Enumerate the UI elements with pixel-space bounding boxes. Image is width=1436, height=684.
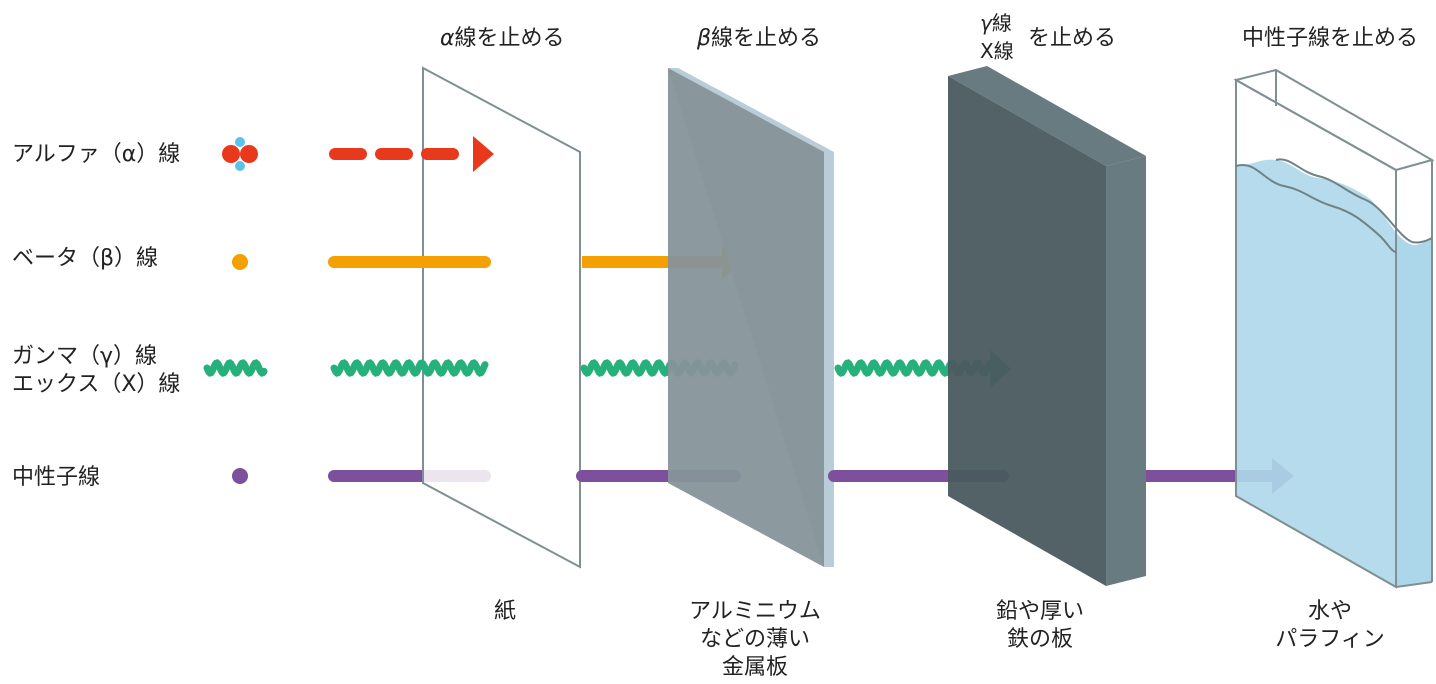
water-tank-bottom-edge [1395,581,1433,588]
neutron-ray-label: 中性子線 [12,465,101,490]
beta-symbol: β [697,26,712,51]
lead-block-top [948,66,1146,166]
gamma-stop-heading-line2: X線 [980,39,1014,63]
lead-caption: 鉛や厚い 鉄の板 [960,598,1120,654]
water-body [1236,159,1432,587]
lead-block-side [1106,156,1146,586]
beta-particle-icon [232,254,248,270]
paper-caption: 紙 [493,599,516,624]
beta-ray-label: ベータ（β）線 [12,246,159,271]
water-caption-line: パラフィン [1275,627,1385,652]
aluminum-plate [668,68,824,567]
alpha-particle-proton-left [222,145,240,163]
lead-caption-line: 鉄の板 [1006,627,1073,652]
aluminum-caption-line: 金属板 [721,655,788,680]
neutron-stop-heading: 中性子線を止める [1242,26,1419,51]
beta-stop-heading: β線を止める [697,25,821,53]
alpha-particle-neutron-bottom [235,161,245,171]
aluminum-caption: アルミニウム などの薄い 金属板 [660,598,850,682]
water-surface-front [1235,163,1397,253]
lead-block-front [948,76,1106,586]
aluminum-caption-line: アルミニウム [689,599,821,624]
gamma-line-text: 線 [991,11,1012,35]
water-surface-back [1275,158,1433,244]
alpha-particle-neutron-top [235,137,245,147]
alpha-particle-proton-right [240,145,258,163]
gamma-stop-heading-line1: γ線 [980,10,1012,36]
neutron-particle-icon [232,468,248,484]
alpha-ray-arrowhead [473,136,494,172]
paper-sheet [422,66,581,569]
beta-stop-text: 線を止める [711,26,822,51]
alpha-stop-text: 線を止める [454,26,565,51]
gamma-stop-heading-suffix: を止める [1028,26,1117,51]
lead-caption-line: 鉛や厚い [995,599,1084,624]
water-caption-line: 水や [1307,599,1352,624]
gamma-ray-segment-1 [330,359,489,377]
aluminum-caption-line: などの薄い [699,627,810,652]
alpha-symbol: α [440,26,455,51]
water-caption: 水や パラフィン [1240,598,1420,654]
gamma-ray-label: ガンマ（γ）線 [12,344,158,369]
alpha-ray-label: アルファ（α）線 [12,142,181,167]
gamma-symbol: γ [980,11,992,35]
alpha-stop-heading: α線を止める [440,25,565,53]
xray-label: エックス（X）線 [12,372,181,397]
gamma-wave-icon [203,359,268,377]
